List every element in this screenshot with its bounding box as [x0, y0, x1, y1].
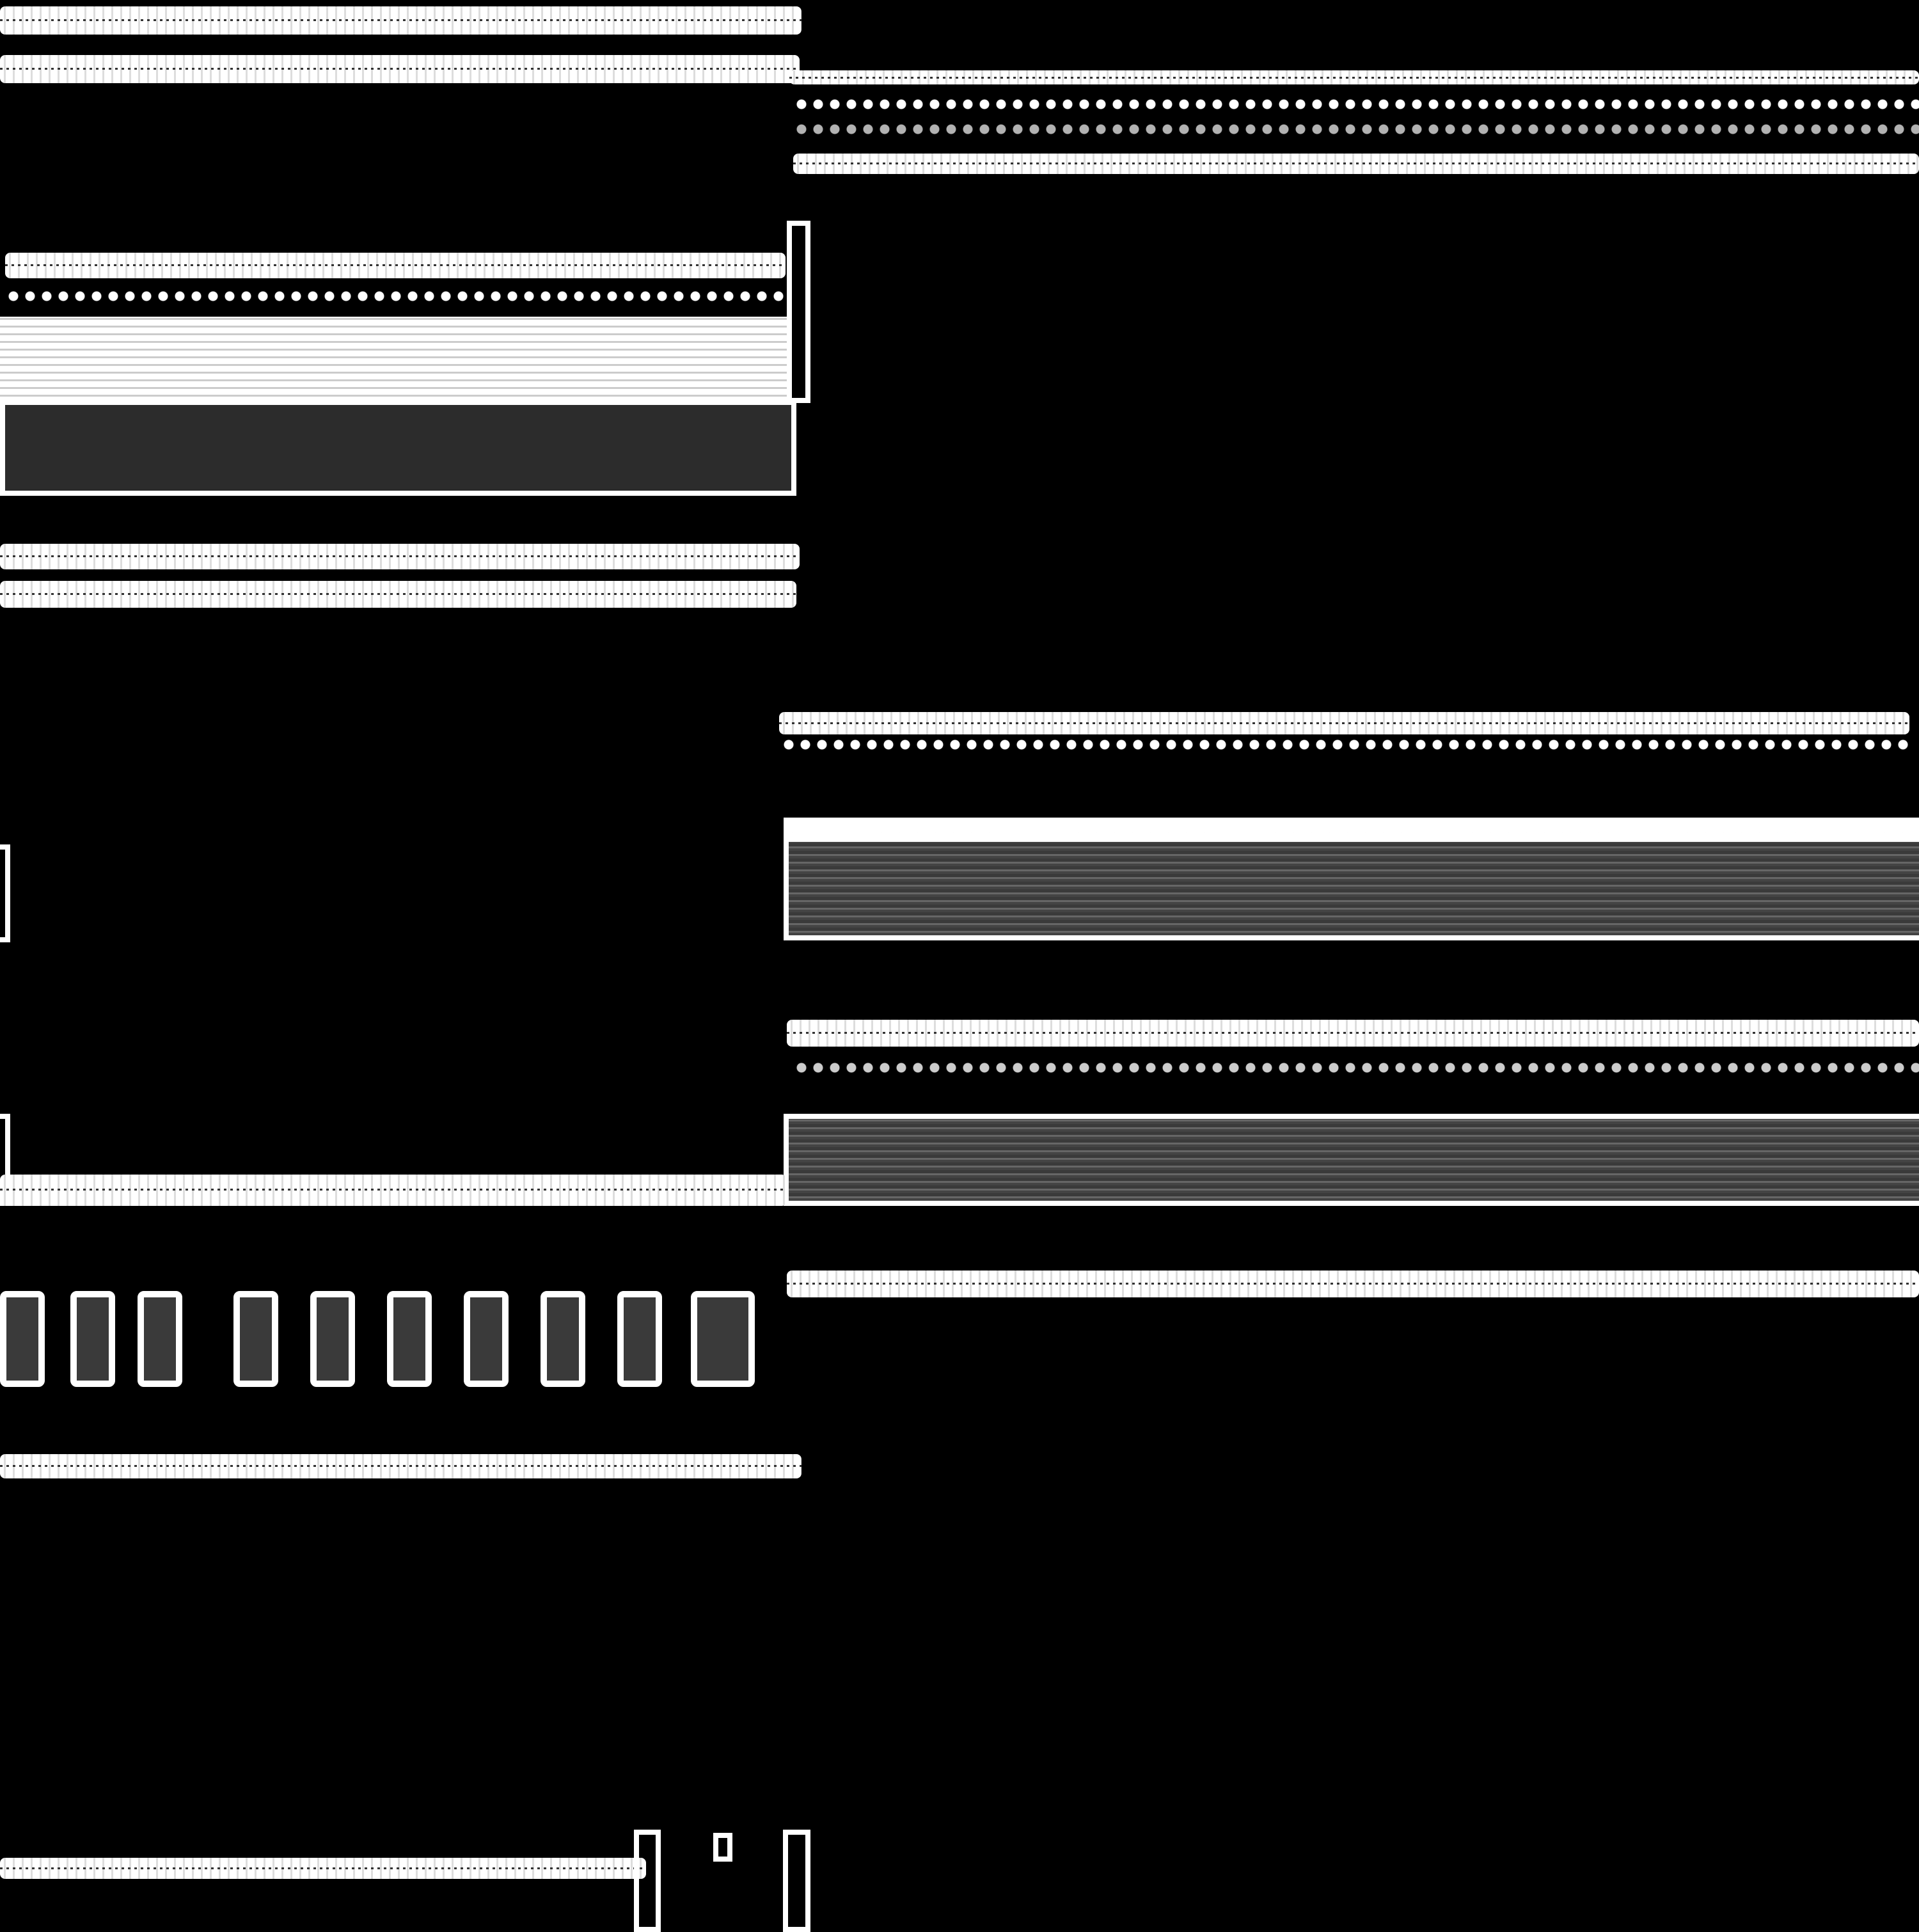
dotted-row-3: [780, 738, 1909, 752]
header-band-right: [789, 70, 1919, 84]
bottom-box-1[interactable]: [634, 1830, 661, 1932]
left-band-6: [0, 1454, 802, 1478]
card[interactable]: [310, 1291, 355, 1387]
left-panel-scrollbar[interactable]: [787, 221, 810, 403]
card[interactable]: [138, 1291, 182, 1387]
left-panel: [0, 221, 810, 496]
left-panel-title: [5, 253, 786, 278]
bottom-band: [0, 1858, 646, 1879]
card[interactable]: [617, 1291, 662, 1387]
right-band-3: [787, 1020, 1919, 1047]
card[interactable]: [70, 1291, 115, 1387]
top-band-2: [0, 55, 800, 83]
top-band-1: [0, 6, 802, 35]
dotted-row-4: [793, 1052, 1919, 1083]
card[interactable]: [541, 1291, 585, 1387]
dotted-row-2: [793, 122, 1919, 137]
left-panel-dots: [5, 288, 786, 305]
left-band-4: [0, 581, 796, 608]
right-band-1: [793, 154, 1919, 174]
right-box-1: [784, 818, 1919, 940]
left-edge-bracket-1: [0, 844, 10, 942]
left-panel-lines: [0, 317, 790, 400]
right-band-2: [779, 712, 1909, 734]
right-box-2: [784, 1114, 1919, 1206]
card[interactable]: [0, 1291, 45, 1387]
left-panel-dark-area: [0, 400, 796, 496]
left-band-5: [0, 1175, 787, 1206]
bottom-marker: [713, 1833, 732, 1862]
bottom-box-2[interactable]: [783, 1830, 810, 1932]
left-band-3: [0, 544, 800, 569]
card[interactable]: [233, 1291, 278, 1387]
dotted-row-1: [793, 96, 1919, 113]
card[interactable]: [691, 1291, 755, 1387]
card[interactable]: [464, 1291, 509, 1387]
right-band-4: [787, 1271, 1919, 1297]
card[interactable]: [387, 1291, 432, 1387]
